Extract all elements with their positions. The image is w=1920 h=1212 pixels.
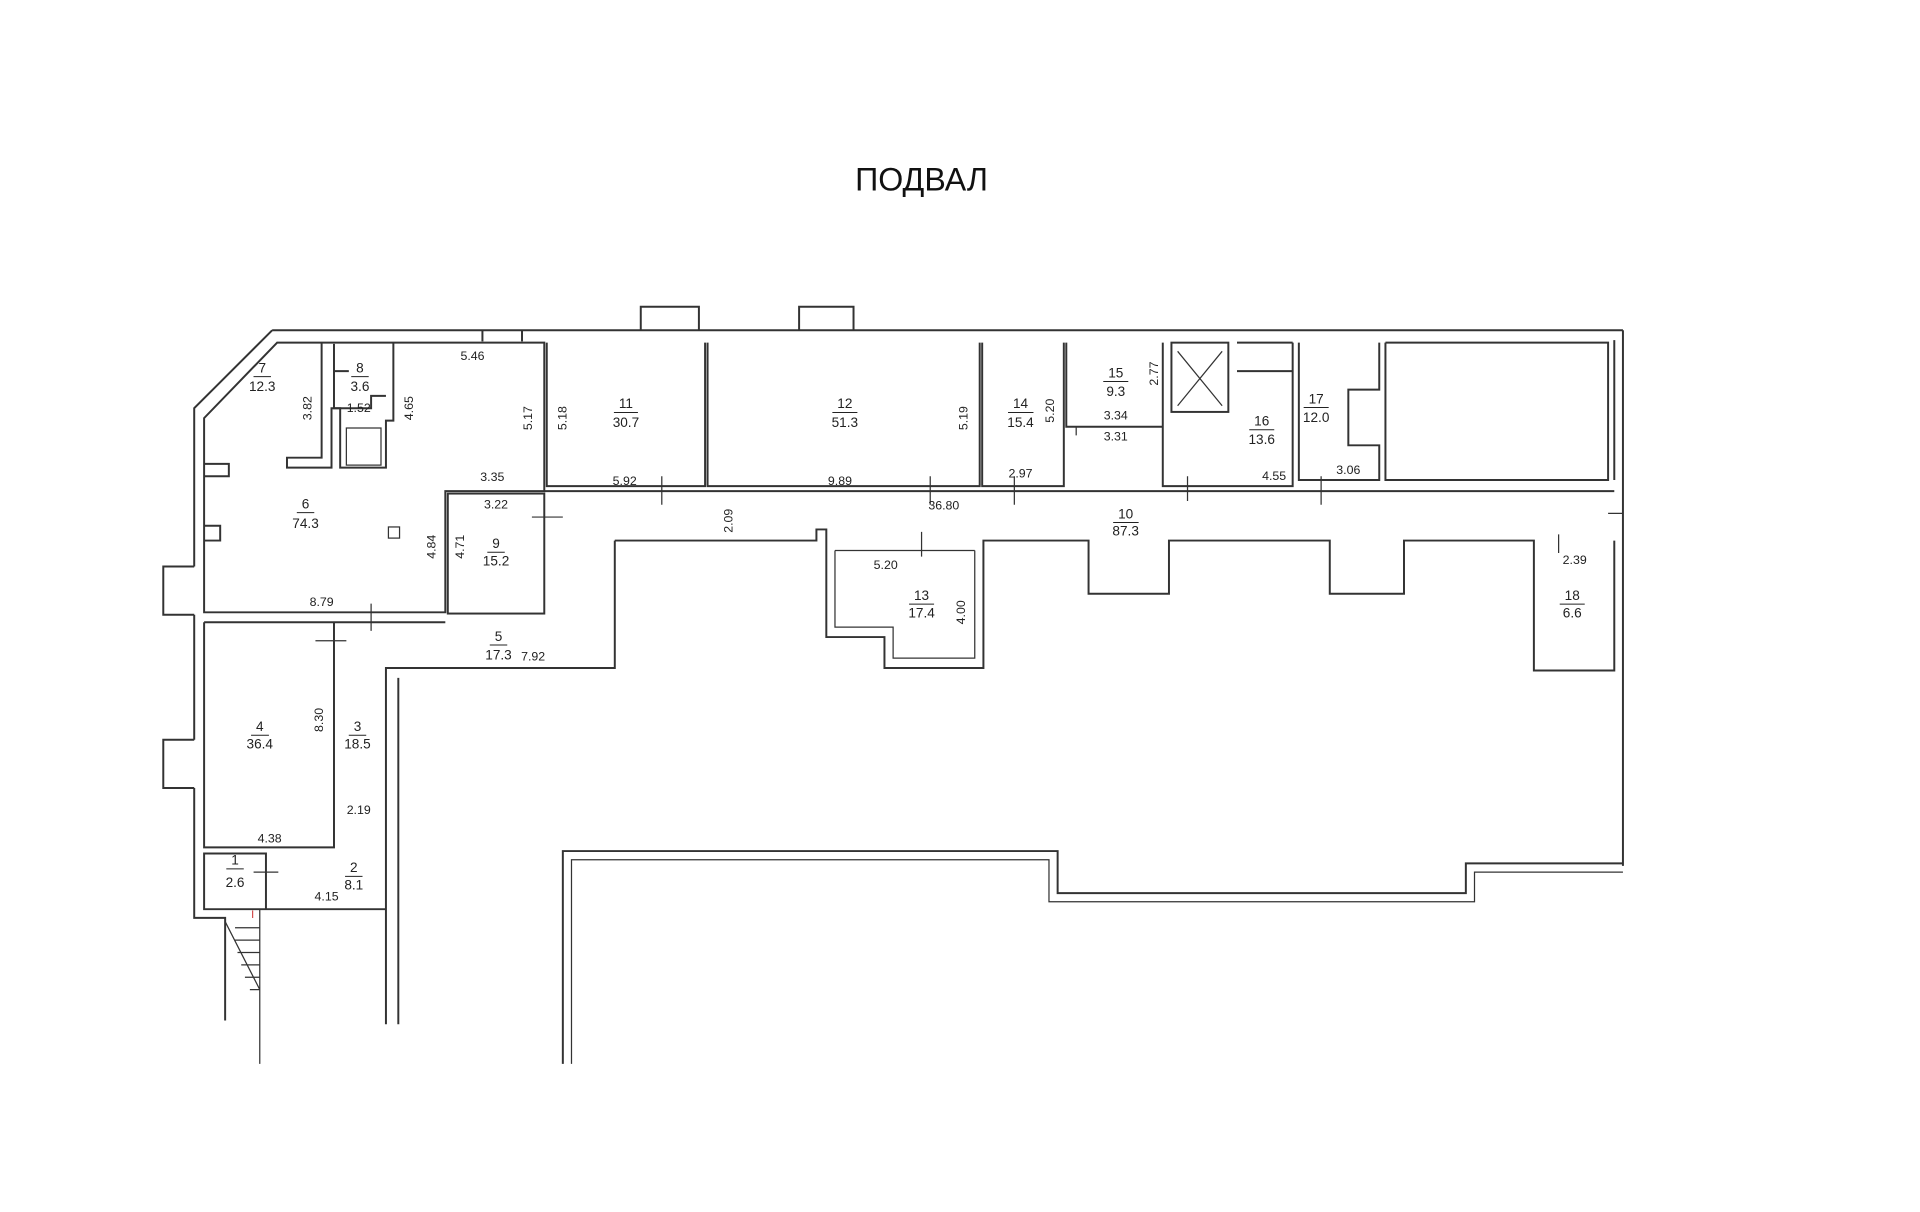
dimension-label: 2.97 — [1008, 466, 1032, 480]
dimension-label: 3.22 — [484, 497, 508, 511]
room-label-text: 13.6 — [1249, 432, 1275, 447]
dimension-label: 5.92 — [613, 474, 637, 488]
dimension-label: 4.00 — [954, 600, 968, 624]
room-label-text: 15 — [1108, 365, 1123, 380]
room-label-text: 74.3 — [292, 516, 318, 531]
room-10: 10 87.3 — [1112, 506, 1138, 538]
room-16: 16 13.6 — [1249, 414, 1275, 448]
dimension-label: 2.39 — [1563, 553, 1587, 567]
dimension-label: 4.84 — [424, 535, 438, 559]
dimension-label: 5.20 — [874, 558, 898, 572]
room-label-text: 12.3 — [249, 379, 275, 394]
room-label-text: 14 — [1013, 396, 1029, 411]
room-18: 186.6 — [1559, 588, 1585, 620]
dimension-label: 36.80 — [928, 499, 959, 513]
room-11: 11 30.7 — [613, 396, 639, 430]
room-label-text: 13 — [914, 588, 929, 603]
dimension-label: 5.20 — [1043, 399, 1057, 423]
room-label-text: 8.1 — [344, 877, 363, 892]
room-8: 83.6 — [351, 360, 370, 394]
dimension-label: 4.55 — [1262, 469, 1286, 483]
room-3: 318.5 — [344, 719, 370, 751]
room-label-text: 3 — [354, 719, 362, 734]
room-label-text: 16 — [1254, 414, 1269, 429]
stair-mark: I — [251, 909, 254, 921]
dimension-label: 3.82 — [301, 396, 315, 420]
dimension-label: 7.92 — [521, 650, 545, 664]
room-7: 712.3 — [249, 360, 275, 394]
room-label-text: 6 — [302, 496, 310, 511]
dimension-label: 2.09 — [721, 509, 735, 533]
room-label-text: 1 — [231, 853, 239, 868]
room-17: 17 12.0 — [1303, 391, 1330, 425]
room-1: 12.6 — [226, 853, 245, 890]
room-4: 436.4 — [247, 719, 274, 751]
dimension-label: 2.77 — [1147, 361, 1161, 385]
room-12: 12 51.3 — [832, 396, 858, 430]
room-label-text: 6.6 — [1563, 605, 1582, 620]
dimension-label: 4.71 — [453, 535, 467, 559]
dimension-label: 3.31 — [1104, 429, 1128, 443]
walls — [162, 305, 1624, 1064]
room-labels: 12.6 28.1 318.5 436.4 517.3 674.3 712.3 … — [226, 360, 1585, 892]
dimension-label: 9.89 — [828, 474, 852, 488]
room-label-text: 17 — [1309, 391, 1324, 406]
room-label-text: 36.4 — [247, 736, 274, 751]
room-label-text: 2.6 — [226, 875, 245, 890]
dimension-label: 5.18 — [556, 406, 570, 430]
dimension-label: 4.15 — [315, 890, 339, 904]
plan-title: ПОДВАЛ — [855, 161, 988, 197]
room-label-text: 5 — [495, 629, 503, 644]
dimension-label: 8.79 — [310, 595, 334, 609]
room-label-text: 12.0 — [1303, 410, 1330, 425]
room-label-text: 51.3 — [832, 415, 858, 430]
dimension-labels: 5.46 3.82 1.52 4.65 5.17 5.18 3.35 5.92 … — [258, 349, 1587, 904]
room-label-text: 87.3 — [1112, 524, 1138, 539]
room-9: 915.2 — [483, 536, 509, 568]
room-label-text: 7 — [258, 360, 266, 375]
room-label-text: 9 — [492, 536, 500, 551]
room-label-text: 11 — [619, 396, 633, 411]
room-label-text: I — [251, 909, 254, 921]
room-label-text: 30.7 — [613, 415, 639, 430]
room-label-text: 2 — [350, 860, 358, 875]
dimension-label: 3.34 — [1104, 408, 1128, 422]
room-label-text: 3.6 — [351, 379, 370, 394]
room-label-text: 17.4 — [908, 605, 935, 620]
dimension-label: 8.30 — [312, 708, 326, 732]
room-label-text: 18.5 — [344, 736, 370, 751]
dimension-label: 1.52 — [347, 401, 371, 415]
dimension-label: 5.46 — [461, 349, 485, 363]
room-label-text: 15.4 — [1007, 415, 1034, 430]
room-15: 159.3 — [1103, 365, 1129, 399]
room-label-text: 12 — [837, 396, 852, 411]
room-label-text: 8 — [356, 360, 364, 375]
room-6: 674.3 — [292, 496, 318, 531]
room-label-text: 4 — [256, 719, 264, 734]
dimension-label: 3.35 — [480, 470, 504, 484]
room-2: 28.1 — [344, 860, 363, 892]
dimension-label: 5.17 — [521, 406, 535, 430]
room-label-text: 9.3 — [1106, 384, 1125, 399]
room-label-text: 18 — [1565, 588, 1580, 603]
dimension-label: 2.19 — [347, 803, 371, 817]
room-label-text: 10 — [1118, 506, 1134, 521]
dimension-label: 5.19 — [956, 406, 970, 430]
room-5: 517.3 — [485, 629, 511, 663]
room-label-text: 17.3 — [485, 647, 511, 662]
dimension-label: 3.06 — [1336, 463, 1360, 477]
room-14: 14 15.4 — [1007, 396, 1034, 430]
dimension-label: 4.65 — [402, 396, 416, 420]
dimension-label: 4.38 — [258, 831, 282, 845]
room-13: 13 17.4 — [908, 588, 935, 620]
room-label-text: 15.2 — [483, 553, 509, 568]
